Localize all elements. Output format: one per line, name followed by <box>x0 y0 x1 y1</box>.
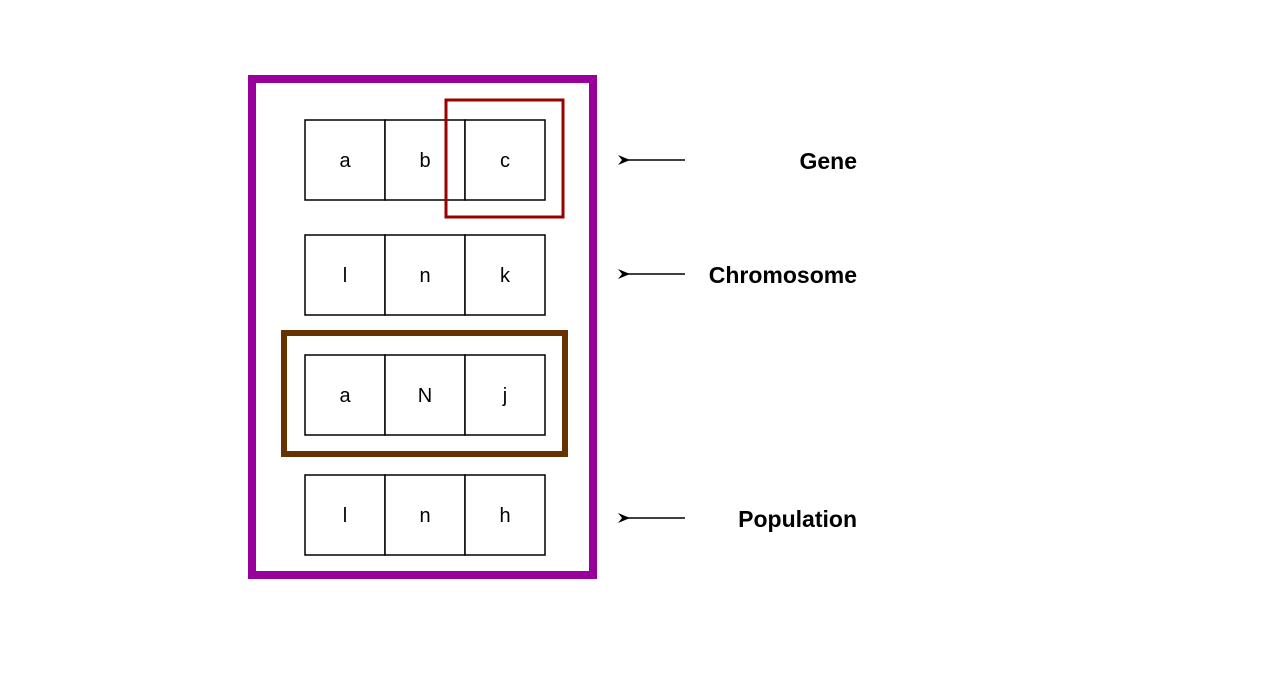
gene-cell <box>384 234 466 316</box>
gene-value: a <box>339 385 351 407</box>
chromosome-row-1: a b c <box>304 119 546 201</box>
gene-value: k <box>500 265 511 287</box>
chromosome-row-4: l n h <box>304 474 546 556</box>
gene-value: j <box>502 385 507 407</box>
chromosome-row-3: a N j <box>304 354 546 436</box>
gene-cell <box>464 234 546 316</box>
gene-value: n <box>419 505 430 527</box>
gene-cell <box>464 119 546 201</box>
gene-cell <box>384 119 466 201</box>
chromosome-row-2: l n k <box>304 234 546 316</box>
gene-cell <box>304 474 386 556</box>
gene-cell <box>464 474 546 556</box>
chromosome-highlight-box <box>281 330 568 457</box>
gene-value: b <box>419 150 430 172</box>
gene-label: Gene <box>799 148 857 174</box>
chromosome-label: Chromosome <box>709 262 857 288</box>
gene-cell <box>304 234 386 316</box>
gene-cell <box>384 474 466 556</box>
gene-value: c <box>500 150 510 172</box>
gene-cell <box>304 119 386 201</box>
gene-value: l <box>343 265 347 287</box>
gene-value: l <box>343 505 347 527</box>
gene-value: N <box>418 385 432 407</box>
gene-cell <box>464 354 546 436</box>
gene-highlight-box <box>444 98 565 219</box>
gene-value: h <box>499 505 510 527</box>
gene-value: a <box>339 150 351 172</box>
population-border <box>248 75 597 579</box>
gene-value: n <box>419 265 430 287</box>
population-label: Population <box>738 506 857 532</box>
